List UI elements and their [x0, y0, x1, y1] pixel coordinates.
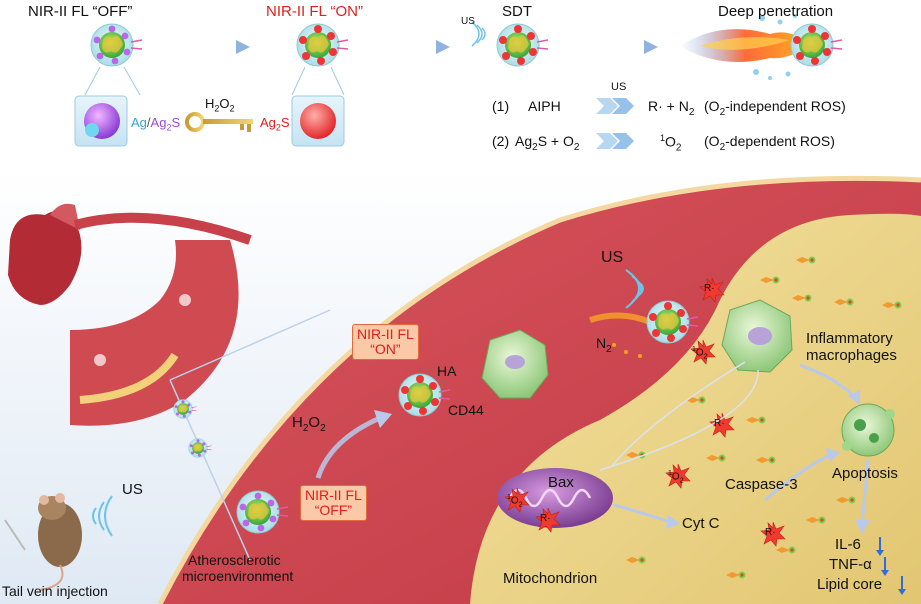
- down-arrow-tnfa: [881, 557, 889, 576]
- reaction1-reactant: AIPH: [528, 98, 561, 114]
- down-arrow-lipid: [898, 576, 906, 595]
- label-caspase3: Caspase-3: [725, 476, 798, 493]
- singlet-label-1: 1O2: [692, 346, 708, 361]
- vessel-endothelium: [157, 175, 921, 604]
- bottom-panel: [0, 170, 921, 604]
- us-waves-top-icon: [471, 21, 486, 47]
- label-fl-on: NIR-II FL “ON”: [266, 3, 363, 20]
- ros-label-3: R·: [540, 513, 551, 524]
- singlet-label-3: 1O2: [507, 494, 523, 509]
- label-il6: IL-6: [835, 536, 861, 553]
- reaction2-index: (2): [492, 133, 510, 149]
- reaction-arrow-1: [596, 98, 634, 114]
- label-ha: HA: [437, 363, 457, 379]
- label-apoptosis: Apoptosis: [832, 465, 898, 482]
- top-panel: [74, 14, 843, 149]
- label-n2: N2: [596, 335, 612, 355]
- reaction2-note: (O2-dependent ROS): [704, 133, 835, 153]
- top-arrow-3: [580, 40, 658, 54]
- label-cd44: CD44: [448, 402, 484, 418]
- label-bax: Bax: [548, 474, 574, 491]
- label-inflam-2: macrophages: [806, 347, 897, 364]
- label-tnfa: TNF-α: [829, 556, 872, 573]
- label-inflam-1: Inflammatory: [806, 330, 893, 347]
- us-waves-mouse-icon: [92, 495, 113, 537]
- label-fl-off: NIR-II FL “OFF”: [28, 3, 133, 20]
- nanoparticle-sdt-top: [496, 23, 549, 67]
- top-arrow-2: [378, 40, 450, 54]
- label-us-small: US: [461, 16, 475, 27]
- label-sdt: SDT: [502, 3, 532, 20]
- reaction1-product: R· + N2: [648, 98, 695, 118]
- reaction1-note: (O2-independent ROS): [704, 98, 846, 118]
- label-h2o2-top: H2O2: [205, 96, 235, 114]
- label-tail-vein: Tail vein injection: [2, 583, 108, 599]
- label-us-top: US: [601, 249, 624, 266]
- reaction2-reactant: Ag2S + O2: [515, 133, 580, 153]
- badge-fl-off: NIR-II FL“OFF”: [300, 485, 367, 521]
- macrophage-1: [481, 329, 549, 399]
- label-ag-ag2s: Ag/Ag2S: [131, 115, 181, 133]
- reaction1-index: (1): [492, 98, 510, 114]
- label-h2o2-bottom: H2O2: [292, 414, 326, 434]
- us-waves-bottom-icon: [625, 269, 644, 309]
- label-ag2s: Ag2S: [260, 115, 290, 133]
- reaction1-us: US: [611, 81, 627, 93]
- singlet-label-2: 1O2: [668, 470, 684, 485]
- label-deep-penetration: Deep penetration: [718, 3, 834, 20]
- deep-penetration-illustration: [680, 14, 843, 80]
- ros-label-4: R·: [765, 527, 776, 538]
- label-cytc: Cyt C: [682, 515, 720, 532]
- ros-label-1: R·: [704, 283, 715, 294]
- key-icon: [185, 112, 253, 132]
- ros-label-2: R·: [714, 418, 725, 429]
- label-athero-1: Atherosclerotic: [188, 552, 281, 568]
- label-us-mouse: US: [122, 481, 143, 498]
- down-arrow-il6: [876, 537, 884, 556]
- label-athero-2: microenvironment: [182, 568, 294, 584]
- reaction-arrow-2: [596, 133, 634, 149]
- reaction2-product: 1O2: [660, 133, 682, 154]
- label-lipid-core: Lipid core: [817, 576, 883, 593]
- nanoparticle-on-top: [296, 23, 349, 67]
- top-arrow-1: [176, 40, 250, 54]
- heart-icon: [8, 203, 252, 305]
- label-mitochondrion: Mitochondrion: [503, 570, 598, 587]
- apoptotic-cell: [841, 403, 895, 457]
- macrophage-2: [721, 299, 793, 373]
- mouse-icon: [4, 493, 82, 591]
- vessel-segment-illustration: [70, 240, 239, 426]
- nanoparticle-off-top: [90, 23, 143, 67]
- ag2s-core: [300, 103, 336, 139]
- badge-fl-on: NIR-II FL“ON”: [352, 324, 419, 360]
